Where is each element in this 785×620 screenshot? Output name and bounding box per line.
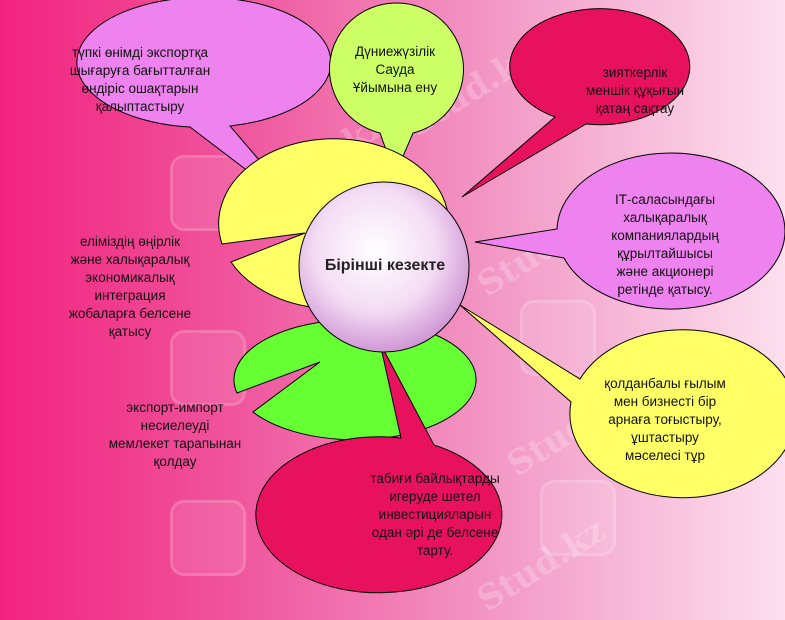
bubble-text-it-companies: ІТ-саласындағы халықаралық компанияларды…: [611, 192, 719, 297]
bubble-ip-rights: [461, 8, 691, 198]
bubble-export-production: [76, 0, 332, 217]
bubble-wto: [329, 2, 464, 177]
center-circle: [298, 181, 470, 353]
bubble-shape: [329, 2, 464, 177]
bubble-shape: [255, 342, 503, 594]
bubble-text-regional-integration: еліміздің өңірлік және халықаралық эконо…: [68, 234, 192, 339]
bubble-text-applied-science: қолданбалы ғылым мен бизнесті бір арнаға…: [604, 376, 726, 463]
bubble-text-export-credit: экспорт-импорт несиелеуді мемлекет тарап…: [108, 400, 242, 469]
bubble-applied-science: [459, 304, 785, 499]
bubble-foreign-investment: [255, 342, 503, 594]
bubble-text-ip-rights: зияткерлік меншік құқығын қатаң сақтау: [585, 64, 685, 116]
bubble-shape: [461, 8, 691, 198]
bubble-text-foreign-investment: табиғи байлықтарды игеруде шетел инвести…: [370, 470, 500, 558]
bubble-text-export-production: түпкі өнімді экспортқа шығаруға бағыттал…: [69, 45, 211, 114]
bubble-shape: [76, 0, 332, 217]
center-label: Бірінші кезекте: [324, 257, 446, 274]
diagram-canvas: [76, 0, 785, 594]
bubble-text-wto: Дүниежүзілік Сауда Ұйымына ену: [352, 44, 438, 95]
bubble-shape: [459, 304, 785, 499]
